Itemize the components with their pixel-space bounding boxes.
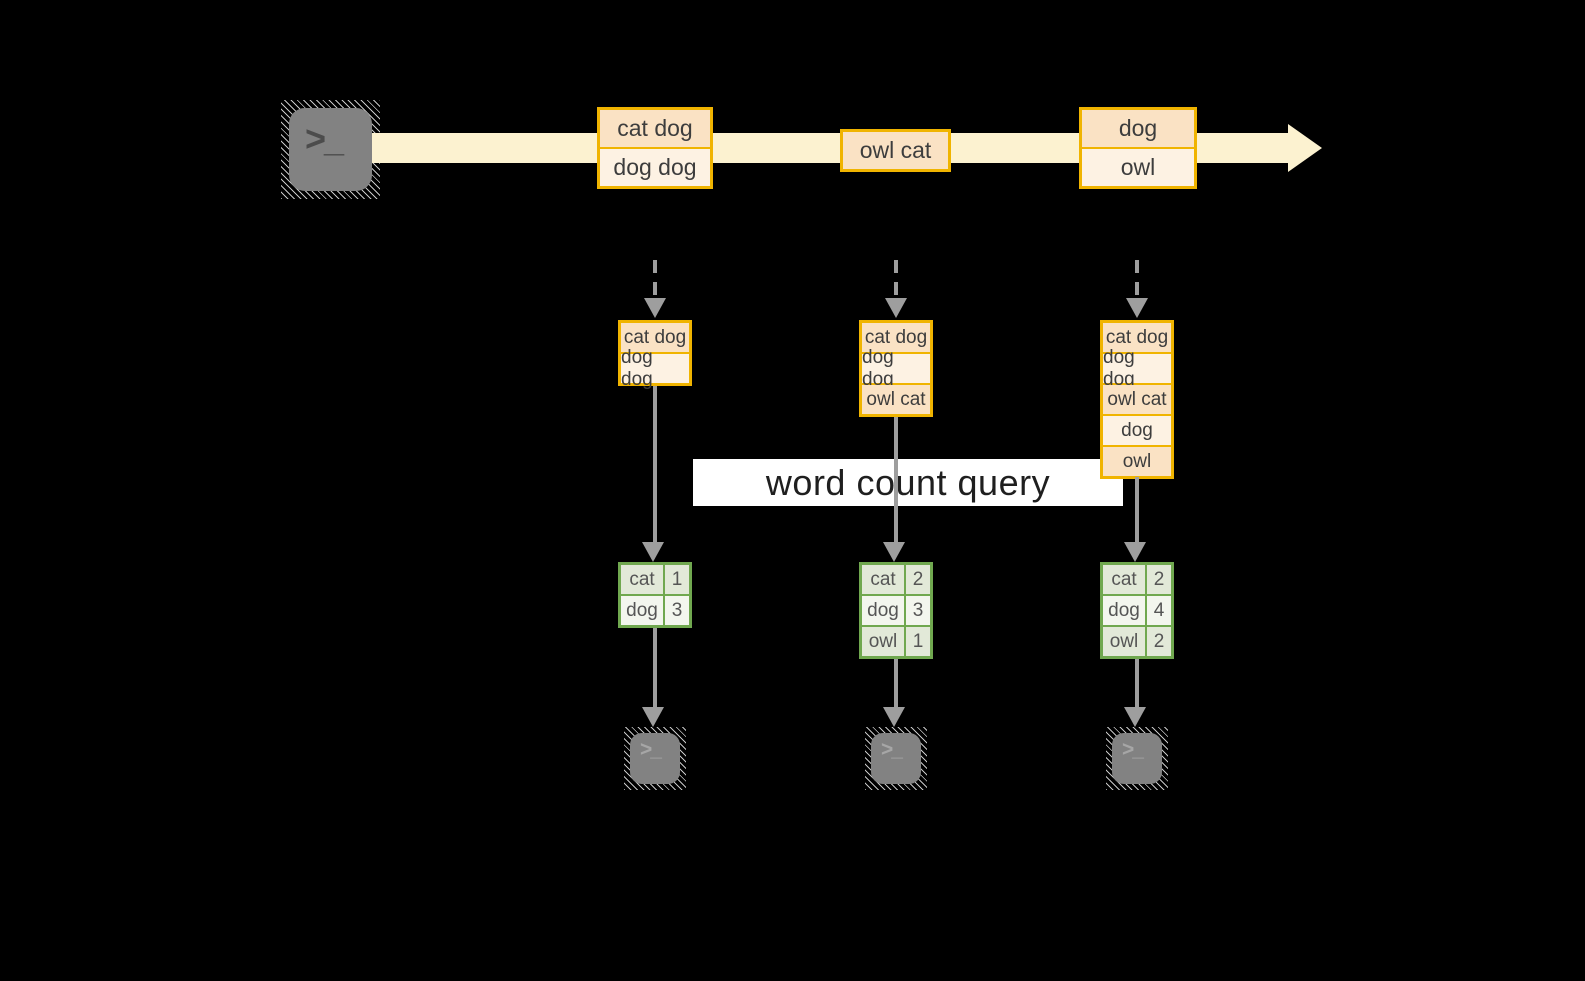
count-cell: 3: [906, 596, 930, 625]
count-cell: 2: [1147, 565, 1171, 594]
prompt-glyph: >_: [305, 118, 344, 159]
window-line: dog dog: [862, 347, 930, 390]
word-cell: cat: [862, 565, 904, 594]
terminal-screen: >_: [630, 733, 680, 784]
window-line: dog dog: [621, 347, 689, 390]
count-table-3: cat 2 dog 4 owl 2: [1100, 562, 1174, 659]
window-stack-3: cat dog dog dog owl cat dog owl: [1100, 320, 1174, 479]
window-stack-1: cat dog dog dog: [618, 320, 692, 390]
batch-line: owl: [1082, 149, 1194, 186]
count-table-2: cat 2 dog 3 owl 1: [859, 562, 933, 659]
count-row: dog 3: [862, 596, 930, 625]
ingest-arrow-3: [1135, 260, 1139, 298]
count-cell: 4: [1147, 596, 1171, 625]
word-cell: cat: [1103, 565, 1145, 594]
batch-line: cat dog: [600, 110, 710, 147]
window-line: owl: [1103, 447, 1171, 476]
prompt-glyph: >_: [881, 738, 903, 761]
ingest-arrow-1: [653, 260, 657, 298]
batch-line: owl cat: [843, 132, 948, 169]
word-cell: dog: [1103, 596, 1145, 625]
count-row: dog 4: [1103, 596, 1171, 625]
count-cell: 1: [906, 627, 930, 656]
query-arrow-2: [894, 417, 898, 542]
terminal-screen: >_: [289, 108, 372, 191]
batch-line: dog dog: [600, 149, 710, 186]
output-arrowhead-2: [883, 707, 905, 727]
word-cell: dog: [862, 596, 904, 625]
batch-line: dog: [1082, 110, 1194, 147]
query-label-box: word count query: [693, 459, 1123, 506]
count-cell: 2: [906, 565, 930, 594]
stream-batch-2: owl cat: [840, 129, 951, 172]
query-arrowhead-1: [642, 542, 664, 562]
window-line: dog: [1103, 416, 1171, 445]
output-arrowhead-1: [642, 707, 664, 727]
count-cell: 2: [1147, 627, 1171, 656]
terminal-sink-icon-1: >_: [624, 727, 686, 790]
output-arrow-2: [894, 659, 898, 707]
ingest-arrow-2: [894, 260, 898, 298]
window-line: owl cat: [1103, 385, 1171, 414]
prompt-glyph: >_: [640, 738, 662, 761]
terminal-sink-icon-3: >_: [1106, 727, 1168, 790]
word-cell: cat: [621, 565, 663, 594]
query-arrow-1: [653, 386, 657, 542]
window-line: cat dog: [862, 323, 930, 352]
terminal-sink-icon-2: >_: [865, 727, 927, 790]
window-line: owl cat: [862, 385, 930, 414]
terminal-screen: >_: [871, 733, 921, 784]
output-arrow-3: [1135, 659, 1139, 707]
query-arrowhead-2: [883, 542, 905, 562]
output-arrowhead-3: [1124, 707, 1146, 727]
terminal-source-icon: >_: [281, 100, 380, 199]
count-row: cat 1: [621, 565, 689, 594]
window-line: cat dog: [621, 323, 689, 352]
stream-batch-3: dog owl: [1079, 107, 1197, 189]
count-row: owl 2: [1103, 627, 1171, 656]
ingest-arrowhead-2: [885, 298, 907, 318]
query-arrowhead-3: [1124, 542, 1146, 562]
output-arrow-1: [653, 628, 657, 707]
query-arrow-3: [1135, 477, 1139, 542]
count-row: cat 2: [862, 565, 930, 594]
count-row: dog 3: [621, 596, 689, 625]
word-cell: dog: [621, 596, 663, 625]
window-line: cat dog: [1103, 323, 1171, 352]
count-cell: 3: [665, 596, 689, 625]
prompt-glyph: >_: [1122, 738, 1144, 761]
count-row: owl 1: [862, 627, 930, 656]
window-stack-2: cat dog dog dog owl cat: [859, 320, 933, 417]
window-line: dog dog: [1103, 347, 1171, 390]
ingest-arrowhead-3: [1126, 298, 1148, 318]
count-row: cat 2: [1103, 565, 1171, 594]
stream-arrowhead-icon: [1288, 124, 1322, 172]
count-cell: 1: [665, 565, 689, 594]
stream-batch-1: cat dog dog dog: [597, 107, 713, 189]
ingest-arrowhead-1: [644, 298, 666, 318]
terminal-screen: >_: [1112, 733, 1162, 784]
query-label: word count query: [765, 461, 1051, 503]
word-cell: owl: [862, 627, 904, 656]
word-cell: owl: [1103, 627, 1145, 656]
count-table-1: cat 1 dog 3: [618, 562, 692, 628]
